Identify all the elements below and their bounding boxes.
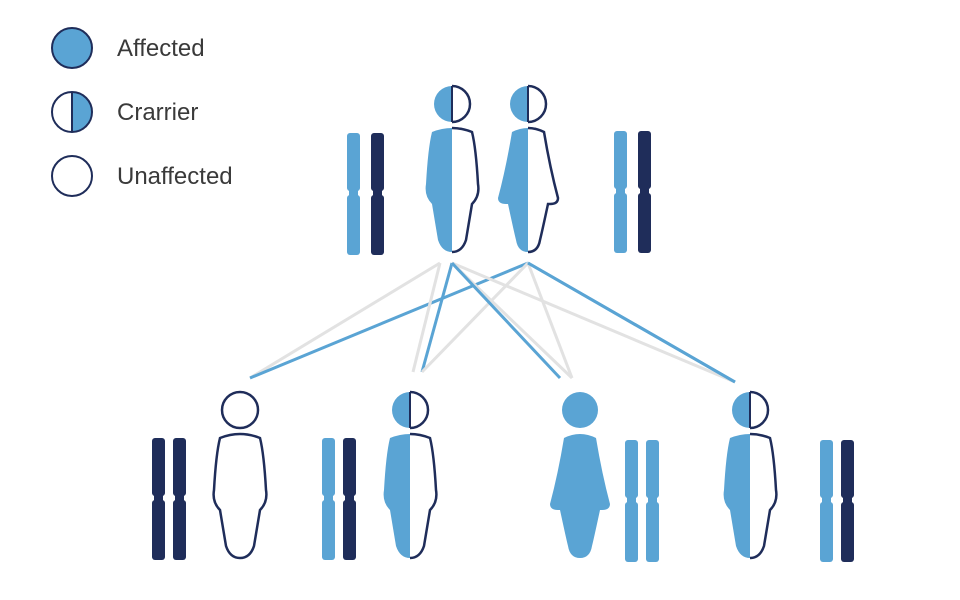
family-members [212, 84, 778, 560]
child-1-chromosome-dark [152, 438, 165, 560]
parent-1-chromosome-light [347, 133, 360, 255]
legend: Affected Crarrier Unaffected [51, 27, 233, 197]
child-1-chromosome-dark [173, 438, 186, 560]
child-3-chromosome-light [625, 440, 638, 562]
legend-item-carrier: Crarrier [51, 91, 198, 133]
unaffected-swatch-icon [51, 155, 93, 197]
child-4-chromosome-dark [841, 440, 854, 562]
chromosome-pairs [152, 131, 854, 562]
inheritance-line [249, 261, 441, 380]
inheritance-lines [249, 261, 736, 384]
legend-label-affected: Affected [117, 35, 205, 62]
child-3-chromosome-light [646, 440, 659, 562]
inheritance-line [450, 261, 562, 380]
inheritance-line [526, 262, 574, 379]
child-4-figure-icon [723, 390, 778, 560]
legend-label-carrier: Crarrier [117, 99, 198, 126]
child-2-chromosome-light [322, 438, 335, 560]
legend-item-affected: Affected [51, 27, 205, 69]
legend-item-unaffected: Unaffected [51, 155, 233, 197]
child-4-chromosome-light [820, 440, 833, 562]
inheritance-line [249, 261, 529, 380]
carrier-swatch-icon [51, 91, 93, 133]
child-1-figure-icon [212, 390, 268, 560]
inheritance-line [527, 261, 736, 384]
inheritance-line [420, 261, 530, 374]
child-2-chromosome-dark [343, 438, 356, 560]
mother-figure-icon [498, 84, 560, 254]
parent-2-chromosome-dark [638, 131, 651, 253]
inheritance-line [420, 262, 454, 373]
child-2-figure-icon [383, 390, 438, 560]
legend-label-unaffected: Unaffected [117, 163, 233, 190]
father-figure-icon [425, 84, 480, 254]
inheritance-line [451, 261, 736, 384]
parent-1-chromosome-dark [371, 133, 384, 255]
parent-2-chromosome-light [614, 131, 627, 253]
child-3-figure-icon [550, 392, 610, 558]
inheritance-line [411, 262, 442, 373]
affected-swatch-icon [51, 27, 93, 69]
